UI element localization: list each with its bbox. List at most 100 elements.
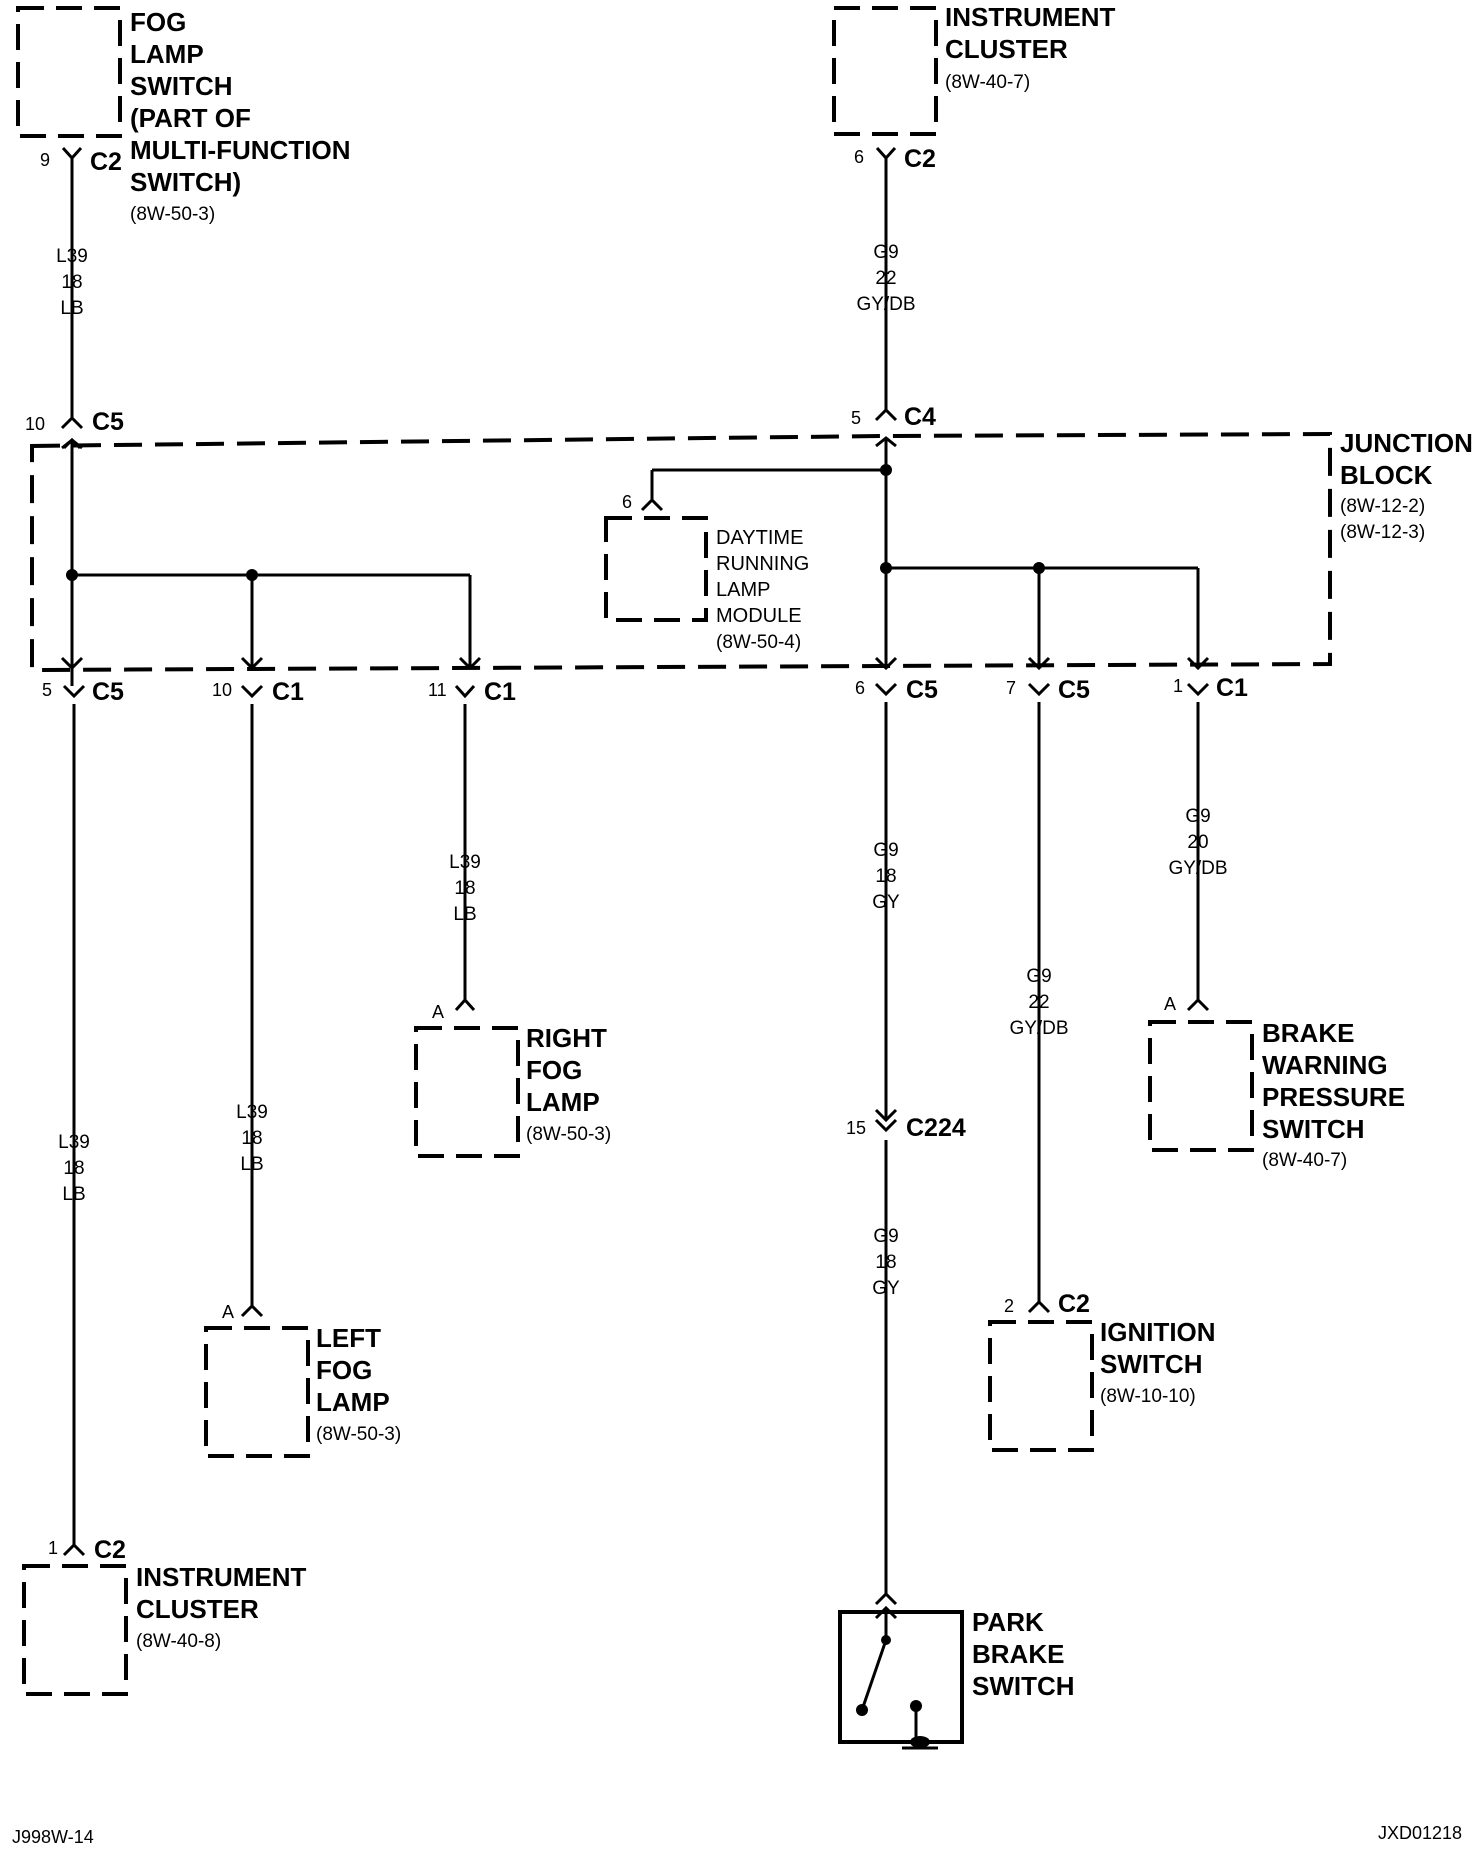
- diagram-label: 5: [851, 408, 861, 428]
- diagram-shape: [1027, 682, 1051, 697]
- diagram-shape: [604, 516, 708, 622]
- diagram-shape: [62, 437, 82, 450]
- diagram-shape: [62, 684, 86, 699]
- diagram-label: (8W-12-3): [1340, 522, 1425, 543]
- wire-label-brake-warn: G9 20 GY/DB: [1168, 806, 1227, 879]
- diagram-label: LB: [240, 1154, 263, 1175]
- diagram-label: INSTRUMENT: [136, 1562, 307, 1592]
- diagram-label: 18: [875, 866, 896, 887]
- diagram-shape: [856, 1704, 868, 1716]
- diagram-shape: [30, 431, 1332, 673]
- diagram-label: BRAKE: [1262, 1018, 1354, 1048]
- diagram-label: GY: [872, 892, 900, 913]
- diagram-label: C224: [906, 1114, 966, 1142]
- diagram-shape: [454, 997, 476, 1012]
- fog-lamp-switch: FOG LAMP SWITCH (PART OF MULTI-FUNCTION …: [16, 6, 350, 225]
- diagram-label: BRAKE: [972, 1639, 1064, 1669]
- diagram-label: FOG: [526, 1055, 582, 1085]
- diagram-label: (8W-40-8): [136, 1631, 221, 1652]
- diagram-label: (8W-10-10): [1100, 1386, 1196, 1407]
- diagram-label: IGNITION: [1100, 1317, 1216, 1347]
- diagram-label: L39: [58, 1132, 90, 1153]
- diagram-label: 1: [48, 1538, 58, 1558]
- diagram-label: G9: [873, 242, 898, 263]
- diagram-label: L39: [449, 852, 481, 873]
- diagram-shape: [832, 6, 938, 136]
- diagram-label: (8W-50-3): [130, 204, 215, 225]
- diagram-label: G9: [873, 840, 898, 861]
- diagram-label: FOG: [130, 7, 186, 37]
- diagram-shape: [875, 436, 897, 448]
- diagram-shape: [16, 6, 122, 138]
- diagram-label: 5: [42, 680, 52, 700]
- diagram-label: 22: [875, 268, 896, 289]
- diagram-label: (8W-50-4): [716, 632, 801, 653]
- diagram-shape: [1186, 997, 1210, 1012]
- diagram-label: 2: [1004, 1296, 1014, 1316]
- diagram-label: CLUSTER: [136, 1594, 259, 1624]
- wire-label-c224-lower: G9 18 GY: [872, 1226, 900, 1299]
- diagram-label: INSTRUMENT: [945, 2, 1116, 32]
- diagram-label: G9: [1026, 966, 1051, 987]
- diagram-shape: [1186, 682, 1210, 697]
- diagram-shape: [1148, 1020, 1254, 1152]
- diagram-label: SWITCH: [1262, 1114, 1365, 1144]
- diagram-label: GY/DB: [1009, 1018, 1068, 1039]
- diagram-label: (8W-50-3): [526, 1124, 611, 1145]
- wire-label-left-fog: L39 18 LB: [236, 1102, 268, 1175]
- right-fog-lamp: RIGHT FOG LAMP (8W-50-3): [414, 1023, 611, 1158]
- diagram-shape: [880, 464, 892, 476]
- diagram-shape: [60, 415, 84, 430]
- daytime-running-lamp-module: DAYTIME RUNNING LAMP MODULE (8W-50-4): [604, 516, 809, 653]
- diagram-label: LAMP: [526, 1087, 600, 1117]
- diagram-label: CLUSTER: [945, 34, 1068, 64]
- diagram-label: WARNING: [1262, 1050, 1388, 1080]
- diagram-shape: [874, 407, 898, 422]
- wire-label-right-fog: L39 18 LB: [449, 852, 481, 925]
- diagram-label: 6: [622, 492, 632, 512]
- diagram-label: 20: [1187, 832, 1208, 853]
- wire-label-fog-switch: L39 18 LB: [56, 246, 88, 319]
- diagram-shape: [22, 1564, 128, 1696]
- diagram-shape: [1033, 562, 1045, 574]
- diagram-label: (8W-12-2): [1340, 496, 1425, 517]
- diagram-label: GY: [872, 1278, 900, 1299]
- diagram-label: MULTI-FUNCTION: [130, 135, 350, 165]
- diagram-label: 1: [1173, 676, 1183, 696]
- diagram-label: A: [222, 1302, 234, 1322]
- diagram-shape: [204, 1326, 310, 1458]
- diagram-shape: [414, 1026, 520, 1158]
- footer-right-code: JXD01218: [1378, 1823, 1462, 1843]
- diagram-label: G9: [873, 1226, 898, 1247]
- junction-block: JUNCTION BLOCK (8W-12-2) (8W-12-3): [30, 428, 1472, 673]
- diagram-shape: [66, 569, 78, 581]
- diagram-label: C2: [1058, 1290, 1090, 1318]
- diagram-label: 22: [1028, 992, 1049, 1013]
- diagram-label: 18: [61, 272, 82, 293]
- diagram-label: 6: [855, 678, 865, 698]
- diagram-label: GY/DB: [856, 294, 915, 315]
- ignition-switch: IGNITION SWITCH (8W-10-10): [988, 1317, 1216, 1452]
- diagram-label: 18: [454, 878, 475, 899]
- diagram-label: JUNCTION: [1340, 428, 1472, 458]
- wire-label-cluster-bottom: L39 18 LB: [58, 1132, 90, 1205]
- diagram-label: C5: [92, 678, 124, 706]
- diagram-shape: [60, 656, 84, 671]
- diagram-label: FOG: [316, 1355, 372, 1385]
- diagram-label: 7: [1006, 678, 1016, 698]
- diagram-label: C1: [1216, 674, 1248, 702]
- brake-warning-pressure-switch: BRAKE WARNING PRESSURE SWITCH (8W-40-7): [1148, 1018, 1405, 1171]
- diagram-shape: [874, 1591, 898, 1606]
- footer-left-code: J998W-14: [12, 1827, 94, 1847]
- diagram-label: PRESSURE: [1262, 1082, 1405, 1112]
- diagram-shape: [838, 1610, 964, 1744]
- diagram-shape: [910, 1736, 930, 1748]
- diagram-label: RUNNING: [716, 553, 809, 575]
- diagram-label: MODULE: [716, 605, 802, 627]
- diagram-shape: [240, 684, 264, 699]
- diagram-label: G9: [1185, 806, 1210, 827]
- diagram-shape: [62, 1542, 86, 1557]
- diagram-label: SWITCH: [972, 1671, 1075, 1701]
- diagram-label: 18: [241, 1128, 262, 1149]
